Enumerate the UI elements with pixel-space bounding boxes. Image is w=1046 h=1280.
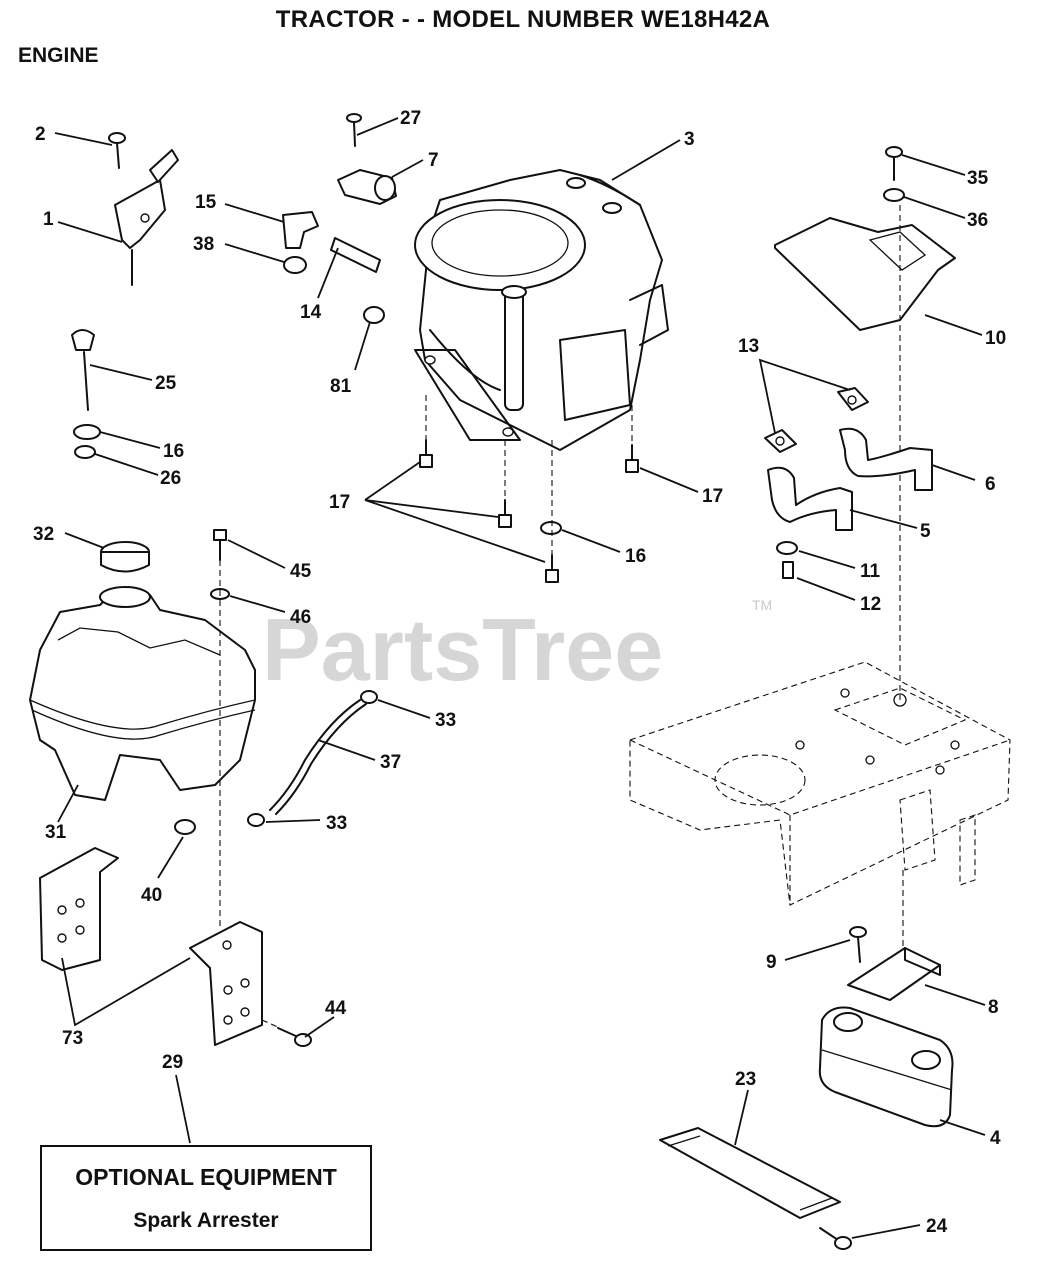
callout-81: 81 — [330, 376, 352, 397]
heat-shield-part-10 — [774, 217, 956, 331]
leader-lines — [54, 117, 986, 1239]
callout-24: 24 — [926, 1216, 948, 1237]
callout-33-top: 33 — [435, 710, 456, 731]
fuel-line-part-37 — [269, 699, 367, 815]
callout-9: 9 — [766, 952, 777, 973]
callout-44: 44 — [325, 998, 347, 1019]
callout-8: 8 — [988, 997, 999, 1018]
bolt-part-17-d — [625, 444, 639, 473]
callout-16-left: 16 — [163, 441, 184, 462]
section-label: ENGINE — [18, 44, 99, 67]
callout-25: 25 — [155, 373, 177, 394]
screw-part-9 — [849, 926, 867, 963]
callout-13: 13 — [738, 336, 759, 357]
spacer-part-40 — [174, 819, 196, 835]
callout-36: 36 — [967, 210, 988, 231]
screw-part-2 — [108, 132, 126, 169]
callout-4: 4 — [990, 1128, 1001, 1149]
callout-1: 1 — [43, 209, 54, 230]
chassis-frame — [629, 661, 1011, 906]
spark-arrester-label: Spark Arrester — [133, 1209, 279, 1232]
callout-27: 27 — [400, 108, 421, 129]
hose-part-14 — [330, 237, 381, 273]
callout-46: 46 — [290, 607, 311, 628]
bracket-part-8 — [847, 947, 941, 1001]
muffler-part-4 — [818, 1006, 954, 1128]
bolt-part-17-b — [498, 499, 512, 528]
screw-part-24 — [819, 1227, 852, 1250]
callout-15: 15 — [195, 192, 217, 213]
exhaust-pipe-part-6 — [839, 427, 933, 491]
bracket-part-73-right — [189, 921, 263, 1046]
callout-6: 6 — [985, 474, 996, 495]
washer-part-16-center — [540, 521, 562, 535]
optional-equipment-title: OPTIONAL EQUIPMENT — [75, 1164, 337, 1190]
fuel-tank-part-31 — [29, 586, 256, 801]
gasket-part-13-b — [764, 429, 797, 453]
callout-26: 26 — [160, 468, 181, 489]
screw-part-35 — [885, 146, 903, 181]
screw-part-27 — [346, 113, 362, 147]
engine-part-3 — [414, 169, 669, 451]
bolt-part-17-a — [419, 439, 433, 468]
callout-7: 7 — [428, 150, 439, 171]
callout-73: 73 — [62, 1028, 83, 1049]
callout-labels: 2 1 27 7 3 15 38 14 81 35 36 10 25 16 26… — [33, 108, 1006, 1237]
callout-35: 35 — [967, 168, 989, 189]
screw-part-44 — [277, 1027, 312, 1047]
plug-part-81 — [363, 306, 385, 324]
callout-3: 3 — [684, 129, 695, 150]
callout-17-left: 17 — [329, 492, 350, 513]
callout-33-bottom: 33 — [326, 813, 347, 834]
heat-shield-part-23 — [659, 1127, 841, 1219]
optional-equipment-box: OPTIONAL EQUIPMENT Spark Arrester — [40, 1145, 372, 1251]
watermark: PartsTree — [262, 600, 663, 699]
callout-29: 29 — [162, 1052, 183, 1073]
washer-part-16-left — [73, 424, 101, 440]
page-title: TRACTOR - - MODEL NUMBER WE18H42A — [275, 6, 771, 33]
callout-11: 11 — [860, 561, 881, 582]
clamp-part-7 — [337, 169, 397, 205]
callout-14: 14 — [300, 302, 322, 323]
callout-10: 10 — [985, 328, 1006, 349]
callout-38: 38 — [193, 234, 214, 255]
throttle-control-part-1 — [114, 149, 179, 286]
nut-part-38 — [283, 256, 307, 274]
washer-part-11 — [776, 541, 798, 555]
callout-31: 31 — [45, 822, 67, 843]
callout-17-right: 17 — [702, 486, 723, 507]
callout-16-center: 16 — [625, 546, 646, 567]
bolt-part-45 — [213, 529, 227, 561]
hose-clamp-part-33-top — [360, 690, 378, 704]
callout-32: 32 — [33, 524, 54, 545]
washer-part-26 — [74, 445, 96, 459]
elbow-part-15 — [282, 211, 319, 249]
fuel-cap-part-32 — [100, 541, 150, 573]
bolt-part-12 — [782, 561, 794, 579]
washer-part-36 — [883, 188, 905, 202]
callout-23: 23 — [735, 1069, 756, 1090]
bolt-part-17-c — [545, 554, 559, 583]
hose-clamp-part-33-bottom — [247, 813, 265, 827]
gasket-part-13-a — [837, 387, 869, 411]
callout-12: 12 — [860, 594, 881, 615]
bracket-part-73-left — [39, 847, 119, 971]
exhaust-pipe-part-5 — [767, 466, 853, 531]
callout-2: 2 — [35, 124, 46, 145]
callout-40: 40 — [141, 885, 162, 906]
callout-37: 37 — [380, 752, 401, 773]
callout-5: 5 — [920, 521, 931, 542]
callout-45: 45 — [290, 561, 312, 582]
dipstick-part-25 — [71, 329, 95, 411]
watermark-trademark: TM — [752, 597, 772, 613]
